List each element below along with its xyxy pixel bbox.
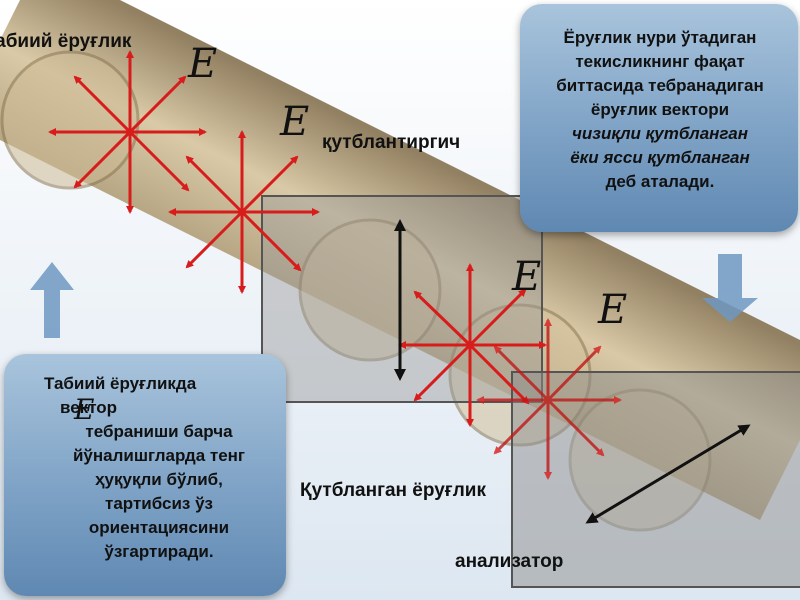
polarizer-label: қутблантиргич [322, 132, 461, 153]
info-box-polarized [520, 4, 798, 232]
info-line-word: вектор [60, 398, 118, 417]
natural-light-vectors-4 [476, 318, 622, 480]
analyzer-label: анализатор [455, 551, 564, 572]
e-symbol-1: E [188, 41, 218, 87]
info-line: ориентациясини [88, 518, 230, 537]
info-line: тартибсиз ўз [105, 494, 213, 513]
natural-light-label: Табиий ёруғлик [0, 31, 132, 52]
blue-arrow-up [30, 262, 74, 338]
info-line: тебраниши барча [85, 422, 233, 441]
info-line: ёки ясси қутбланган [570, 148, 750, 167]
info-line: деб аталади. [605, 172, 715, 191]
natural-light-vectors-2 [168, 130, 320, 294]
info-box-polarized-text: Ёруғлик нури ўтадиган текисликнинг фақат… [522, 26, 798, 194]
info-box-natural [4, 354, 286, 596]
info-line: ҳуқуқли бўлиб, [95, 470, 223, 489]
info-line: чизиқли қутбланган [571, 124, 748, 143]
info-line: йўналишгларда тенг [72, 446, 246, 465]
info-line: ёруғлик вектори [590, 100, 730, 119]
natural-light-vectors-1 [48, 50, 207, 214]
blue-arrow-down [702, 254, 758, 322]
e-symbol-2: E [280, 99, 310, 145]
info-line: текисликнинг фақат [575, 52, 745, 71]
polarized-light-label: Қутбланган ёруғлик [300, 480, 486, 501]
info-line: ўзгартиради. [104, 542, 214, 561]
info-line: вектор E [40, 396, 278, 424]
info-line: биттасида тебранадиган [556, 76, 764, 95]
info-box-natural-text: Табиий ёруғликда вектор E тебраниши барч… [40, 372, 278, 564]
analyzer-axis-arrow-down [585, 472, 669, 524]
info-line: Ёруғлик нури ўтадиган [563, 28, 757, 47]
analyzer-axis-arrow [667, 424, 751, 476]
natural-light-vectors-3 [398, 263, 547, 427]
polarizer-plate [261, 195, 543, 403]
e-symbol-6: E [74, 393, 95, 426]
e-symbol-3: E [512, 254, 542, 300]
e-symbol-4: E [598, 287, 628, 333]
info-line: Табиий ёруғликда [44, 374, 197, 393]
